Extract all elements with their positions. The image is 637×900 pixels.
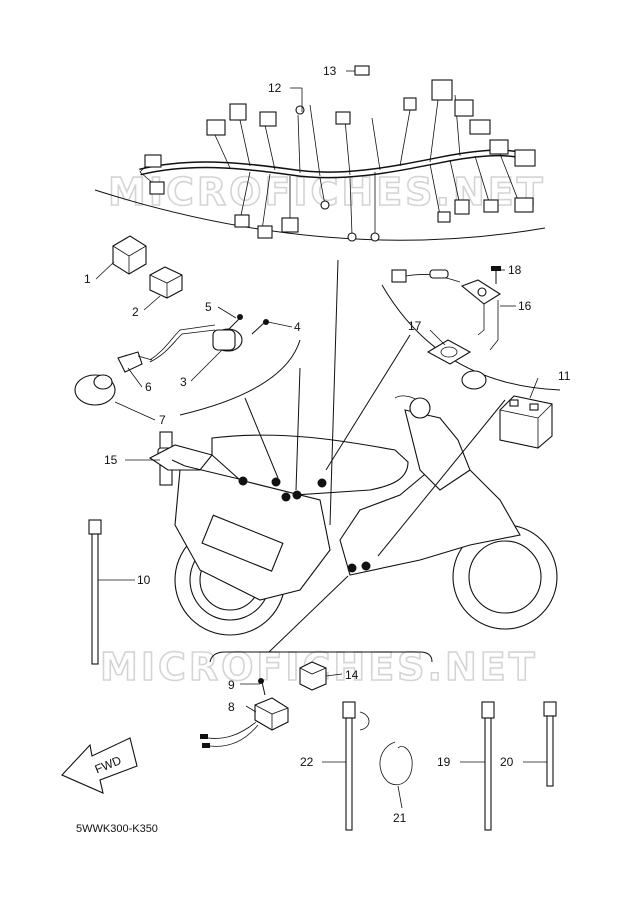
callout-14: 14 [345,668,359,682]
callout-19: 19 [437,755,451,769]
callout-8: 8 [228,700,235,714]
divider-bracket-bottom [209,651,433,663]
screw-9 [258,678,266,696]
rubber-boot [74,374,116,406]
callout-labels: 13 12 1 2 5 4 3 6 7 15 10 18 16 17 11 9 … [84,64,571,825]
callout-18: 18 [508,263,522,277]
location-markers [238,476,371,573]
callout-1: 1 [84,272,91,286]
callout-20: 20 [500,755,514,769]
leader-lines [95,70,547,809]
gasket-17 [426,339,472,365]
cdi-unit [200,697,289,748]
fuse [354,65,370,76]
harness-connector [144,154,162,168]
callout-7: 7 [159,413,166,427]
callout-2: 2 [132,305,139,319]
callout-5: 5 [205,300,212,314]
pointer-lines [171,259,506,653]
callout-17: 17 [408,319,422,333]
sensor-lead-16 [391,269,502,390]
screw-18 [491,266,501,284]
cable-tie-19 [481,701,495,831]
cable-tie-22 [342,701,370,831]
callout-12: 12 [268,81,282,95]
forward-arrow-icon: FWD [61,737,138,794]
cable-tie-20 [543,701,557,787]
callout-4: 4 [294,320,301,334]
callout-10: 10 [137,573,151,587]
relay [112,235,147,275]
diagram-code: 5WWK300-K350 [76,823,158,835]
callout-3: 3 [180,375,187,389]
callout-9: 9 [228,678,235,692]
horn-relay-14 [299,661,327,691]
ignition-coil [149,324,243,363]
clip-21 [379,741,413,786]
scooter-illustration [148,395,558,636]
divider-arc-left [179,339,301,416]
divider-arc-top [94,189,546,241]
callout-11: 11 [558,369,571,383]
wire-harness [139,79,536,242]
screw-4 [251,319,269,335]
battery [499,395,553,449]
relay-cover [149,266,183,299]
callout-21: 21 [393,811,407,825]
callout-13: 13 [323,64,337,78]
callout-16: 16 [518,299,532,313]
cable-tie-10 [88,519,102,665]
callout-15: 15 [104,453,118,467]
screw-5 [227,314,243,331]
callout-6: 6 [145,380,152,394]
callout-22: 22 [300,755,314,769]
spark-plug-cap [117,351,153,373]
